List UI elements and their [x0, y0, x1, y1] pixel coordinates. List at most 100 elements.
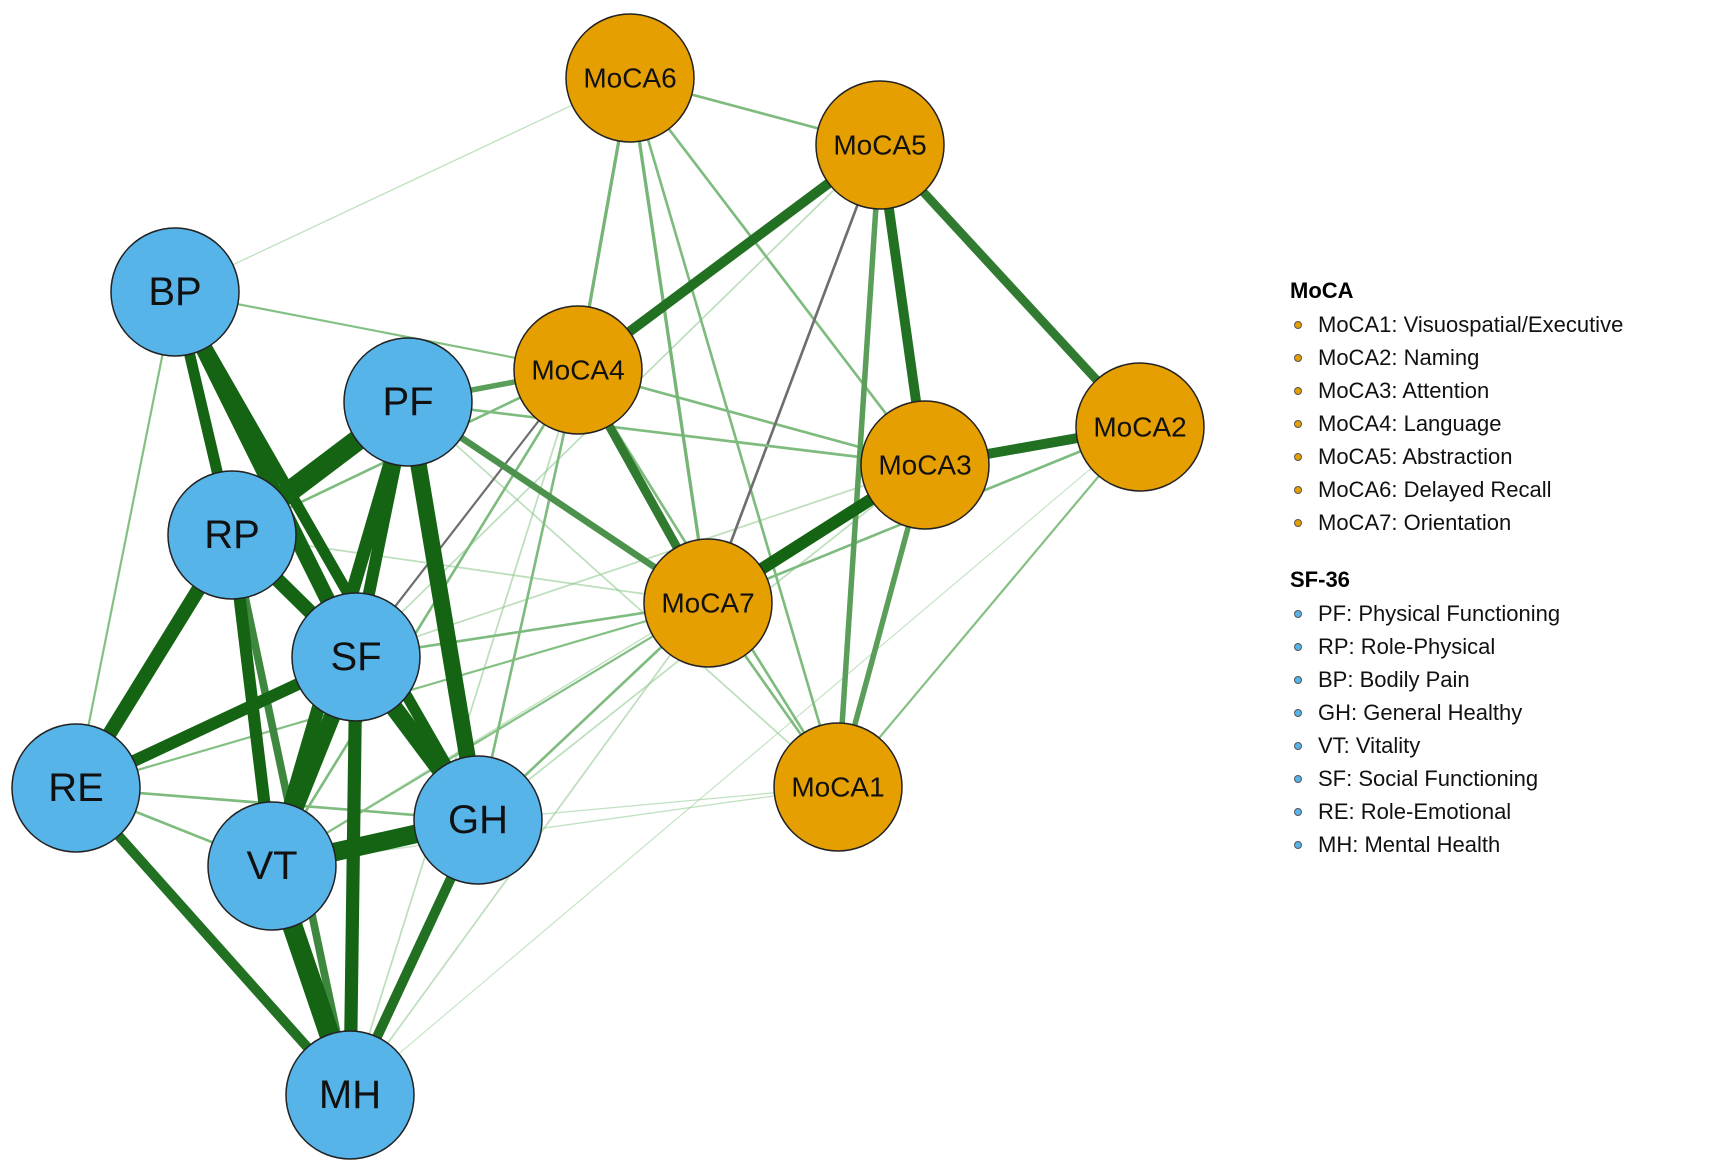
legend-label: MoCA1: Visuospatial/Executive — [1318, 311, 1624, 337]
node-circle — [643, 538, 773, 668]
node-label: MoCA6 — [583, 63, 676, 94]
edge-RE-MH — [72, 784, 354, 1099]
legend-marker-icon — [1294, 807, 1302, 816]
legend-item: BP: Bodily Pain — [1290, 663, 1710, 696]
edge-VT-MoCA4 — [270, 369, 580, 867]
node-label: MoCA7 — [661, 588, 754, 619]
legend-label: PF: Physical Functioning — [1318, 600, 1561, 626]
node-label: MoCA1 — [791, 772, 884, 803]
edge-BP-RE — [74, 291, 177, 789]
legend-group-moca: MoCA MoCA1: Visuospatial/Executive MoCA2… — [1290, 278, 1710, 539]
node-circle — [773, 722, 903, 852]
legend-title-moca: MoCA — [1290, 278, 1354, 303]
legend-label: MoCA2: Naming — [1318, 344, 1480, 370]
legend-item: RP: Role-Physical — [1290, 630, 1710, 663]
node-circle — [1075, 362, 1205, 492]
legend-marker-icon — [1294, 419, 1302, 428]
node-MoCA1: MoCA1 — [773, 722, 903, 852]
node-MoCA5: MoCA5 — [815, 80, 945, 210]
edge-VT-MoCA7 — [271, 602, 709, 867]
legend-marker-icon — [1294, 353, 1302, 362]
node-label: MoCA4 — [531, 355, 624, 386]
node-MoCA7: MoCA7 — [643, 538, 773, 668]
legend-item: MoCA6: Delayed Recall — [1290, 473, 1710, 506]
node-circle — [413, 755, 543, 885]
edge-PF-MoCA1 — [407, 401, 839, 788]
legend-item: MoCA2: Naming — [1290, 341, 1710, 374]
legend-marker-icon — [1294, 774, 1302, 783]
legend-item: MoCA3: Attention — [1290, 374, 1710, 407]
node-label: RE — [48, 766, 104, 810]
legend-marker-icon — [1294, 840, 1302, 849]
legend-label: RE: Role-Emotional — [1318, 798, 1512, 824]
node-circle — [285, 1030, 415, 1160]
node-label: VT — [246, 844, 297, 888]
node-PF: PF — [343, 337, 473, 467]
node-MH: MH — [285, 1030, 415, 1160]
node-label: RP — [204, 513, 260, 557]
legend-group-sf36: SF-36 PF: Physical Functioning RP: Role-… — [1290, 567, 1710, 861]
legend-label: RP: Role-Physical — [1318, 633, 1496, 659]
legend-marker-icon — [1294, 518, 1302, 527]
node-MoCA2: MoCA2 — [1075, 362, 1205, 492]
node-circle — [291, 592, 421, 722]
legend-marker-icon — [1294, 642, 1302, 651]
edge-GH-MoCA4 — [476, 369, 580, 821]
node-label: GH — [448, 798, 508, 842]
node-label: PF — [382, 380, 433, 424]
legend-item: MoCA5: Abstraction — [1290, 440, 1710, 473]
legend-title-sf36: SF-36 — [1290, 567, 1350, 592]
node-circle — [110, 227, 240, 357]
edge-MoCA6-MoCA7 — [628, 77, 710, 604]
legend-marker-icon — [1294, 708, 1302, 717]
legend-item: MH: Mental Health — [1290, 828, 1710, 861]
edge-SF-MH — [343, 656, 363, 1096]
edge-MoCA5-MoCA1 — [835, 144, 883, 788]
legend-marker-icon — [1294, 386, 1302, 395]
edge-MoCA6-MoCA1 — [628, 77, 840, 788]
edge-BP-MoCA4 — [174, 290, 579, 372]
node-MoCA6: MoCA6 — [565, 13, 695, 143]
legend-marker-icon — [1294, 452, 1302, 461]
node-circle — [343, 337, 473, 467]
node-circle — [860, 400, 990, 530]
legend-marker-icon — [1294, 320, 1302, 329]
legend-item: PF: Physical Functioning — [1290, 597, 1710, 630]
legend-item: RE: Role-Emotional — [1290, 795, 1710, 828]
node-SF: SF — [291, 592, 421, 722]
edge-MoCA6-BP — [174, 77, 631, 293]
node-MoCA4: MoCA4 — [513, 305, 643, 435]
node-label: MH — [319, 1073, 381, 1117]
legend-label: MoCA3: Attention — [1318, 377, 1490, 403]
node-RE: RE — [11, 723, 141, 853]
legend-item: MoCA1: Visuospatial/Executive — [1290, 308, 1710, 341]
legend-label: SF: Social Functioning — [1318, 765, 1539, 791]
edge-MH-MoCA2 — [349, 426, 1141, 1096]
legend-label: BP: Bodily Pain — [1318, 666, 1470, 692]
legend-label: GH: General Healthy — [1318, 699, 1523, 725]
node-VT: VT — [207, 801, 337, 931]
edge-MoCA6-MoCA3 — [628, 77, 927, 466]
node-circle — [167, 470, 297, 600]
node-BP: BP — [110, 227, 240, 357]
legend-item: SF: Social Functioning — [1290, 762, 1710, 795]
node-label: SF — [330, 635, 381, 679]
edge-PF-MoCA3 — [407, 400, 926, 467]
node-label: MoCA3 — [878, 450, 971, 481]
edge-BP-SF — [168, 288, 363, 661]
node-label: MoCA2 — [1093, 412, 1186, 443]
legend-label: MoCA4: Language — [1318, 410, 1502, 436]
legend-label: MoCA5: Abstraction — [1318, 443, 1513, 469]
node-circle — [815, 80, 945, 210]
legend-marker-icon — [1294, 485, 1302, 494]
legend-label: VT: Vitality — [1318, 732, 1421, 758]
edge-RP-MoCA7 — [231, 534, 709, 604]
node-RP: RP — [167, 470, 297, 600]
node-GH: GH — [413, 755, 543, 885]
node-label: MoCA5 — [833, 130, 926, 161]
legend-item: VT: Vitality — [1290, 729, 1710, 762]
edge-MoCA5-MoCA7 — [706, 144, 882, 604]
edge-MoCA2-MoCA1 — [837, 426, 1141, 788]
legend-item: GH: General Healthy — [1290, 696, 1710, 729]
